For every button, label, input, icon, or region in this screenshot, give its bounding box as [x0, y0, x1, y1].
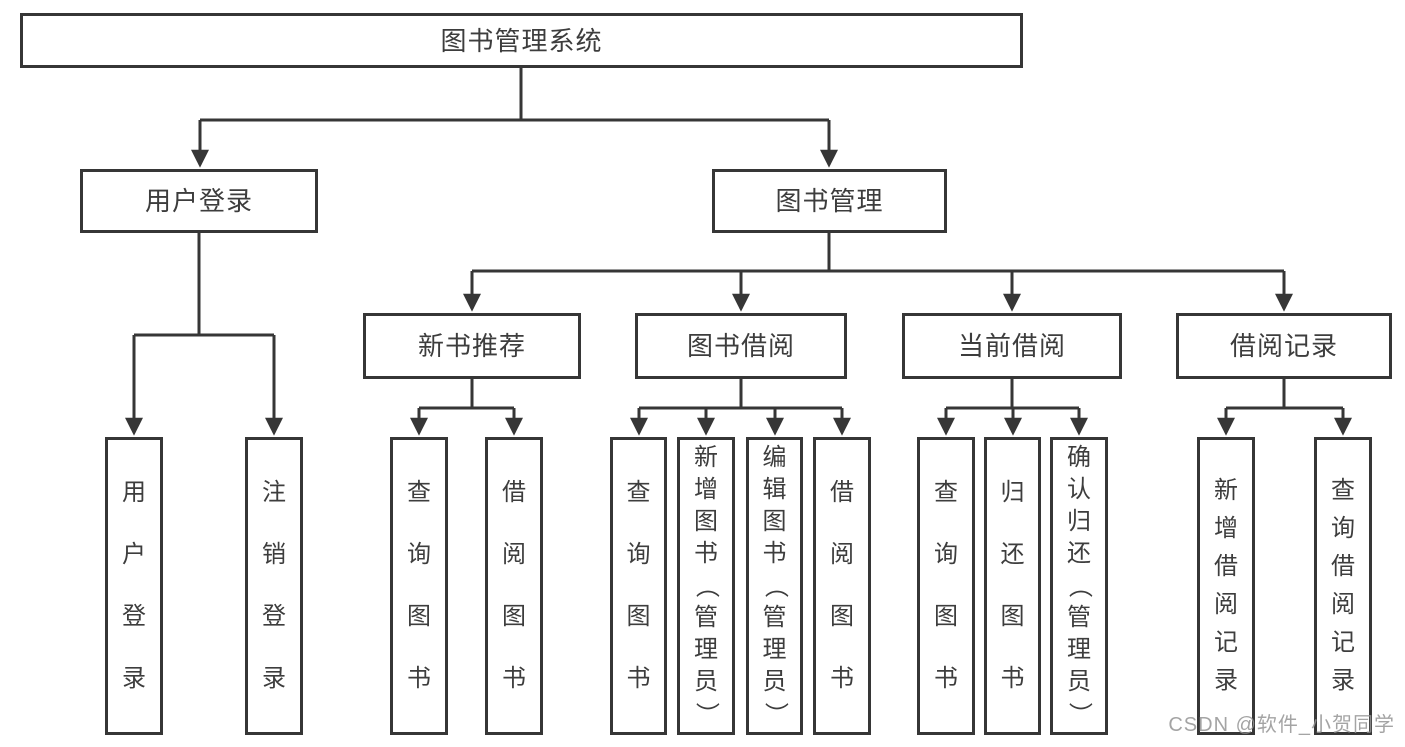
- leaf-current-query-books: 查询图书: [917, 437, 975, 735]
- leaf-borrowing-query-books: 查询图书: [610, 437, 667, 735]
- node-user-login: 用户登录: [80, 169, 318, 233]
- csdn-watermark: CSDN @软件_小贺同学: [1168, 714, 1395, 736]
- leaf-records-add-borrow-record: 新增借阅记录: [1197, 437, 1255, 735]
- leaf-borrowing-borrow-books: 借阅图书: [813, 437, 871, 735]
- node-library-management-system: 图书管理系统: [20, 13, 1023, 68]
- leaf-logout: 注销登录: [245, 437, 303, 735]
- leaf-borrowing-add-books-admin: 新增图书（管理员）: [677, 437, 735, 735]
- leaf-user-login: 用户登录: [105, 437, 163, 735]
- leaf-current-return-books: 归还图书: [984, 437, 1041, 735]
- leaf-borrowing-edit-books-admin: 编辑图书（管理员）: [746, 437, 803, 735]
- leaf-recommend-borrow-books: 借阅图书: [485, 437, 543, 735]
- node-book-borrowing: 图书借阅: [635, 313, 847, 379]
- leaf-records-query-borrow-record: 查询借阅记录: [1314, 437, 1372, 735]
- leaf-current-confirm-return-admin: 确认归还（管理员）: [1050, 437, 1108, 735]
- node-book-management: 图书管理: [712, 169, 947, 233]
- leaf-recommend-query-books: 查询图书: [390, 437, 448, 735]
- node-new-book-recommend: 新书推荐: [363, 313, 581, 379]
- node-current-borrowing: 当前借阅: [902, 313, 1122, 379]
- node-borrow-records: 借阅记录: [1176, 313, 1392, 379]
